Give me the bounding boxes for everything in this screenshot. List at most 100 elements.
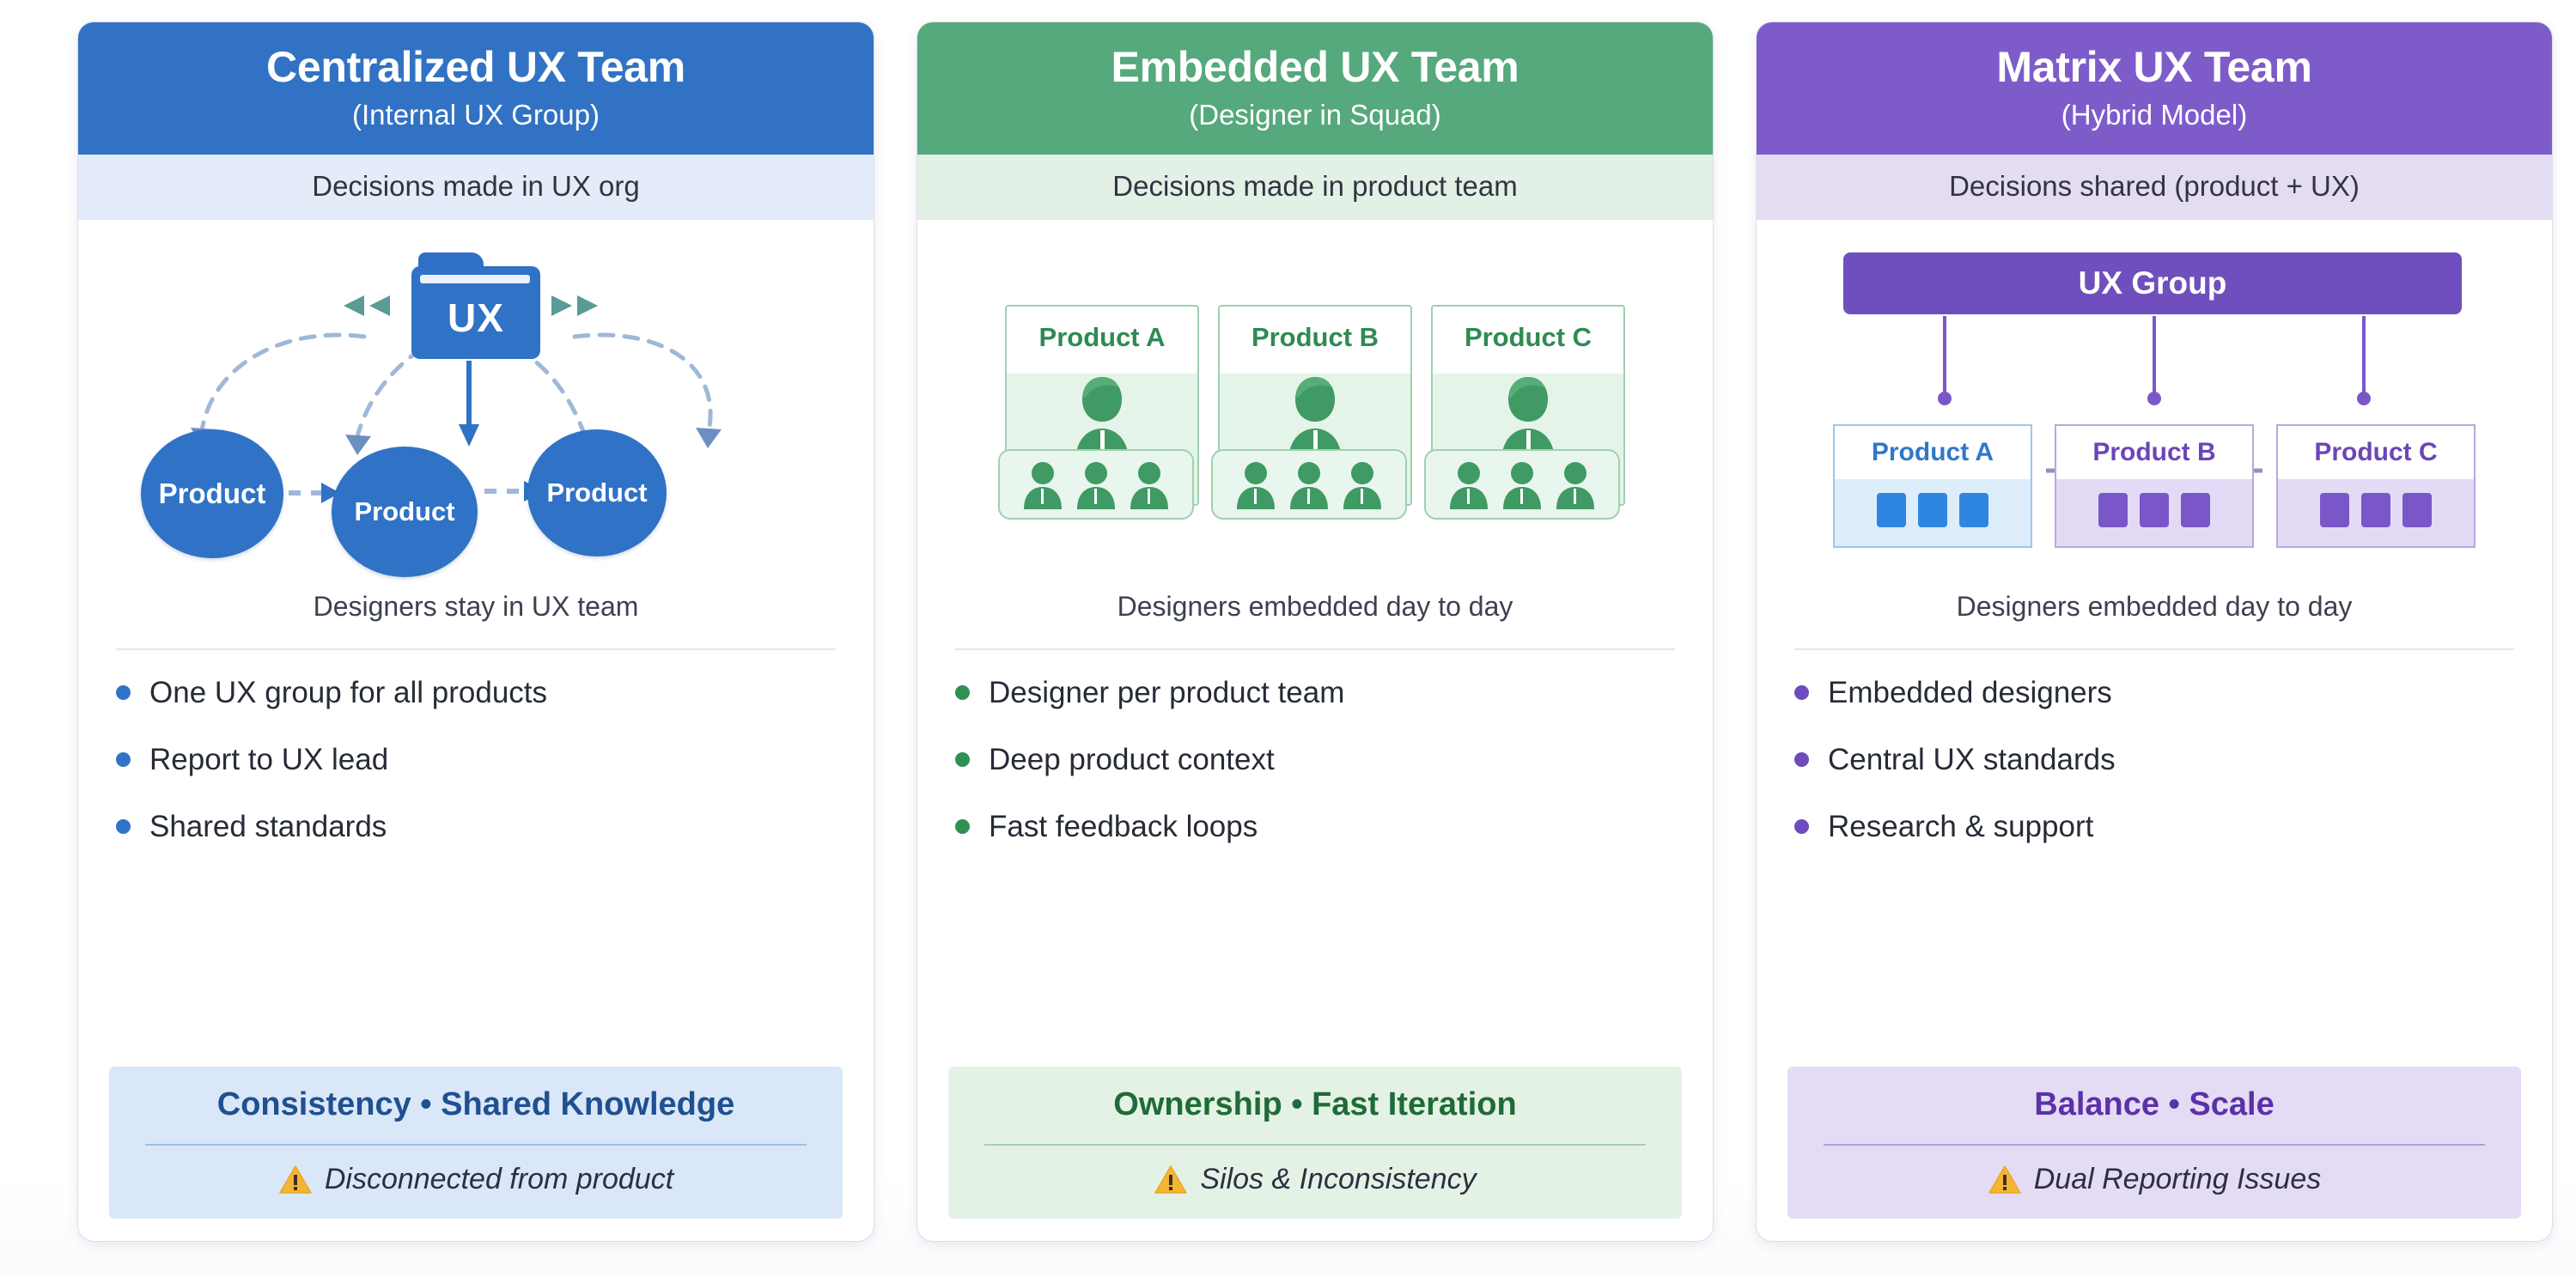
list-item-label: One UX group for all products (149, 675, 548, 709)
diagram-product-columns: Product A (917, 219, 1713, 591)
team-members-box (1424, 448, 1620, 520)
footer-warning-label: Dual Reporting Issues (2033, 1163, 2322, 1195)
bullet-dot-icon (955, 685, 970, 701)
team-member-icon (1024, 461, 1062, 509)
ux-group-box: UX Group (1843, 252, 2462, 314)
designer-chip (2361, 492, 2390, 527)
footer-warning-label: Disconnected from product (324, 1163, 674, 1195)
product-column-title: Product C (1464, 321, 1592, 352)
designer-chip (1918, 492, 1947, 527)
list-item: Designer per product team (955, 676, 1675, 710)
ux-folder-icon: UX (411, 252, 540, 359)
hub-spoke-connectors (191, 295, 722, 503)
matrix-chip-group (2056, 478, 2252, 546)
matrix-product-box: Product A (1833, 423, 2032, 548)
decision-band: Decisions made in product team (917, 154, 1713, 220)
list-item: Shared standards (116, 810, 836, 844)
team-member-icon (1077, 461, 1115, 509)
designer-chip (2320, 492, 2349, 527)
team-member-icon (1343, 461, 1381, 509)
matrix-row: Product A Product B (1811, 423, 2498, 548)
footer-divider (145, 1144, 807, 1146)
bullet-dot-icon (955, 752, 970, 768)
team-member-icon (1503, 461, 1541, 509)
footer-warning: Disconnected from product (130, 1163, 822, 1196)
diagram-matrix: UX Group (1757, 219, 2552, 591)
footer-strengths: Balance • Scale (2034, 1086, 2275, 1123)
card-embedded-ux-team[interactable]: Embedded UX Team (Designer in Squad) Dec… (917, 22, 1713, 1241)
card-title: Embedded UX Team (1111, 43, 1519, 91)
matrix-canvas: UX Group (1811, 234, 2498, 577)
footer-warning: Silos & Inconsistency (969, 1163, 1661, 1196)
card-footer: Ownership • Fast Iteration Silos & Incon… (948, 1067, 1682, 1219)
designer-chip (1959, 492, 1988, 527)
decision-band: Decisions shared (product + UX) (1757, 154, 2552, 220)
designer-chip (2402, 492, 2432, 527)
list-item-label: Research & support (1828, 809, 2094, 843)
designer-chip (1877, 492, 1906, 527)
hub-spoke-canvas: UX Product Product Product (107, 234, 845, 577)
list-item: Deep product context (955, 743, 1675, 777)
team-member-icon (1290, 461, 1328, 509)
list-item: Report to UX lead (116, 743, 836, 777)
designer-chip (2140, 492, 2169, 527)
team-members-box (998, 448, 1194, 520)
card-centralized-ux-team[interactable]: Centralized UX Team (Internal UX Group) … (78, 22, 874, 1241)
matrix-product-label: Product A (1871, 437, 1994, 466)
list-item: Research & support (1794, 810, 2514, 844)
team-member-icon (1556, 461, 1594, 509)
matrix-chip-group (2278, 478, 2474, 546)
footer-divider (984, 1144, 1646, 1146)
card-row: Centralized UX Team (Internal UX Group) … (78, 22, 2552, 1241)
card-header: Embedded UX Team (Designer in Squad) (917, 22, 1713, 155)
product-columns: Product A (917, 304, 1713, 520)
matrix-connectors (1938, 315, 2371, 473)
card-footer: Balance • Scale Dual Reporting Issues (1787, 1067, 2521, 1219)
decision-band: Decisions made in UX org (78, 154, 874, 220)
card-title: Centralized UX Team (266, 43, 685, 91)
product-column: Product B (1211, 304, 1412, 520)
product-column: Product A (998, 304, 1199, 520)
diagram-caption: Designers embedded day to day (1117, 590, 1513, 622)
product-column-title: Product A (1038, 321, 1166, 352)
diagram-hub-and-spoke: UX Product Product Product (78, 219, 874, 591)
card-title: Matrix UX Team (1996, 43, 2312, 91)
list-item: Fast feedback loops (955, 810, 1675, 844)
list-item-label: Designer per product team (989, 675, 1345, 709)
footer-warning: Dual Reporting Issues (1808, 1163, 2500, 1196)
product-node: Product (141, 429, 283, 558)
list-item: Embedded designers (1794, 676, 2514, 710)
team-member-icon (1130, 461, 1168, 509)
card-subtitle: (Hybrid Model) (2061, 99, 2248, 131)
card-subtitle: (Internal UX Group) (352, 99, 600, 131)
product-column-title: Product B (1251, 321, 1379, 352)
section-divider (116, 648, 836, 650)
list-item-label: Embedded designers (1828, 675, 2112, 709)
bullet-dot-icon (116, 752, 131, 768)
ux-group-label: UX Group (2078, 265, 2227, 301)
warning-triangle-icon (279, 1165, 312, 1194)
card-header: Matrix UX Team (Hybrid Model) (1757, 22, 2552, 155)
matrix-product-label: Product B (2092, 437, 2216, 466)
bullet-dot-icon (1794, 752, 1809, 768)
designer-chip (2181, 492, 2210, 527)
section-divider (955, 648, 1675, 650)
card-matrix-ux-team[interactable]: Matrix UX Team (Hybrid Model) Decisions … (1757, 22, 2552, 1241)
bullet-dot-icon (1794, 819, 1809, 835)
footer-strengths: Ownership • Fast Iteration (1113, 1086, 1517, 1123)
designer-chip (2098, 492, 2128, 527)
list-item-label: Central UX standards (1828, 742, 2116, 776)
bullet-dot-icon (116, 819, 131, 835)
diagram-caption: Designers embedded day to day (1956, 590, 2353, 622)
footer-divider (1824, 1144, 2485, 1146)
product-node: Product (332, 446, 478, 577)
product-column: Product C (1424, 304, 1625, 520)
warning-triangle-icon (1988, 1165, 2021, 1194)
bullet-dot-icon (116, 685, 131, 701)
list-item-label: Report to UX lead (149, 742, 389, 776)
card-footer: Consistency • Shared Knowledge Disconnec… (109, 1067, 843, 1219)
diagram-caption: Designers stay in UX team (313, 590, 639, 622)
list-item-label: Shared standards (149, 809, 387, 843)
folder-lip (420, 274, 530, 283)
